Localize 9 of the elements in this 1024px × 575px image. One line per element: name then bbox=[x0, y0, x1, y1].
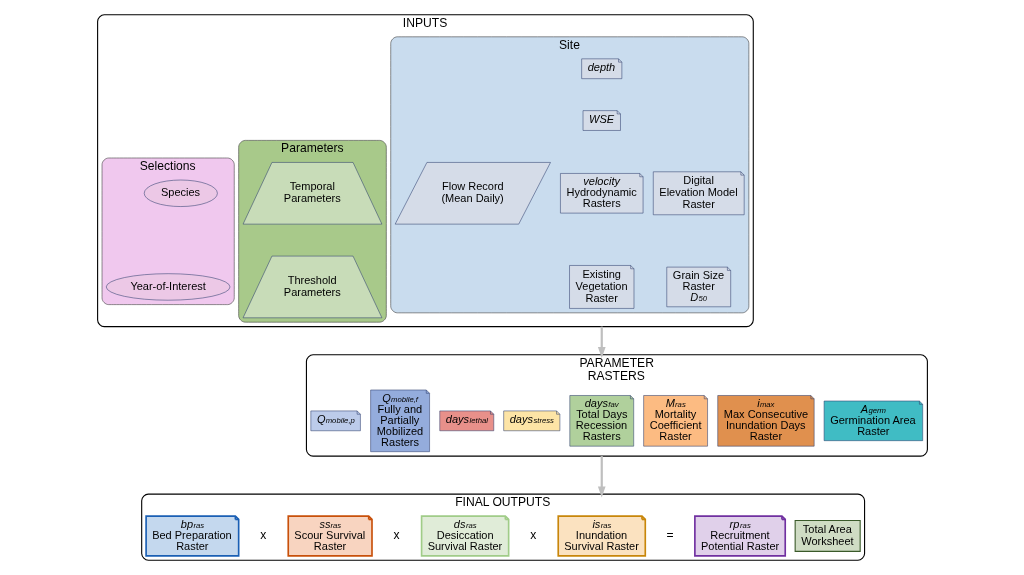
node-ellipse: Species bbox=[143, 179, 218, 207]
node-box: Total Area Worksheet bbox=[794, 520, 861, 552]
label: = bbox=[666, 528, 674, 543]
label: x bbox=[392, 528, 400, 543]
label: x bbox=[529, 528, 536, 543]
arrow bbox=[597, 326, 606, 359]
label: x bbox=[259, 528, 266, 543]
node-ellipse: Year-of-Interest bbox=[105, 273, 230, 301]
arrow bbox=[597, 456, 606, 498]
